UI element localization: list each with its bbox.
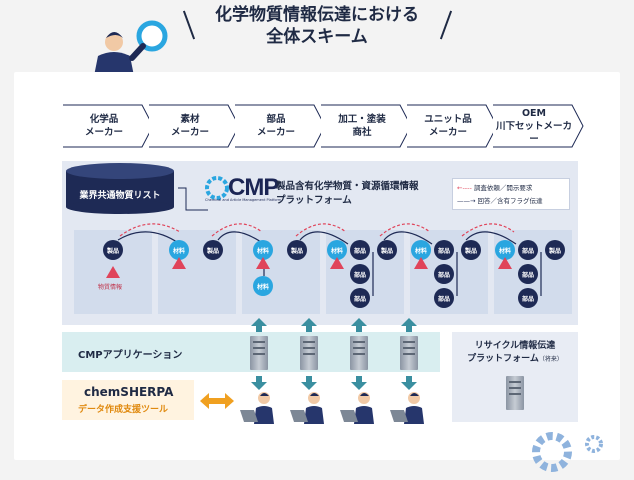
double-arrow-icon xyxy=(200,393,234,409)
chain-step-label: 加工・塗装 商社 xyxy=(338,114,386,138)
node-material: 材料 xyxy=(327,240,347,260)
node-part: 部品 xyxy=(434,288,454,308)
node-material: 材料 xyxy=(169,240,189,260)
sync-arrow-icon xyxy=(251,318,267,390)
request-arrow-icon: ←---- xyxy=(457,184,472,192)
substance-marker xyxy=(172,257,186,269)
cmp-gear-icon xyxy=(205,176,229,200)
node-product: 製品 xyxy=(287,240,307,260)
chain-step-label: 部品 メーカー xyxy=(256,114,295,138)
legend-request: 調査依頼／開示要求 xyxy=(473,184,533,192)
server-icon xyxy=(300,336,318,370)
user-laptop-icon xyxy=(390,392,424,424)
cmp-application-label: CMPアプリケーション xyxy=(78,350,183,361)
legend-response: 回答／含有フラグ伝達 xyxy=(477,197,543,205)
chain-step-label: OEM 川下セットメーカー xyxy=(495,107,572,145)
chain-step-label: 素材 メーカー xyxy=(170,114,209,138)
node-part: 部品 xyxy=(350,240,370,260)
node-part: 部品 xyxy=(518,264,538,284)
node-product: 製品 xyxy=(103,240,123,260)
substance-marker xyxy=(330,257,344,269)
database-label: 業界共通物質リスト xyxy=(79,191,161,201)
magnifier-person-icon xyxy=(94,20,168,76)
user-laptop-icon xyxy=(240,392,274,424)
node-material: 材料 xyxy=(495,240,515,260)
legend: ←---- 調査依頼／開示要求 ——→ 回答／含有フラグ伝達 xyxy=(452,178,570,210)
server-icon xyxy=(250,336,268,370)
node-material: 材料 xyxy=(253,240,273,260)
gear-icon xyxy=(532,432,603,472)
node-part: 部品 xyxy=(434,264,454,284)
node-part: 部品 xyxy=(518,288,538,308)
node-part: 部品 xyxy=(350,264,370,284)
node-part: 部品 xyxy=(518,240,538,260)
chain-step-5: ユニット品 メーカー xyxy=(406,104,498,148)
node-part: 部品 xyxy=(350,288,370,308)
substance-marker xyxy=(414,257,428,269)
chain-step-label: 化学品 メーカー xyxy=(84,114,123,138)
chemsherpa-box xyxy=(62,380,194,420)
chain-step-6: OEM 川下セットメーカー xyxy=(492,104,584,148)
recycle-platform-label: リサイクル情報伝達 プラットフォーム（将来） xyxy=(467,341,563,364)
chain-step-2: 素材 メーカー xyxy=(148,104,240,148)
substance-info-label: 物質情報 xyxy=(98,284,123,291)
node-material: 材料 xyxy=(253,276,273,296)
chemsherpa-tool-label: データ作成支援ツール xyxy=(78,405,169,415)
user-laptop-icon xyxy=(340,392,374,424)
sync-arrow-icon xyxy=(351,318,367,390)
connector-line xyxy=(178,187,208,211)
database-icon xyxy=(66,163,174,214)
node-part: 部品 xyxy=(434,240,454,260)
chain-step-label: ユニット品 メーカー xyxy=(424,114,472,138)
node-product: 製品 xyxy=(545,240,565,260)
server-icon xyxy=(350,336,368,370)
response-arrow-icon: ——→ xyxy=(457,197,476,205)
sync-arrow-icon xyxy=(401,318,417,390)
chemsherpa-logo: chemSHERPA xyxy=(84,385,174,399)
server-icon xyxy=(506,376,524,410)
node-product: 製品 xyxy=(203,240,223,260)
node-material: 材料 xyxy=(411,240,431,260)
cmp-logo-subtitle: Chemical and Article Management Platform xyxy=(205,198,282,202)
user-laptop-icon xyxy=(290,392,324,424)
platform-title: 製品含有化学物質・資源循環情報 プラットフォーム xyxy=(276,181,419,206)
substance-marker xyxy=(498,257,512,269)
node-product: 製品 xyxy=(377,240,397,260)
server-icon xyxy=(400,336,418,370)
recycle-note: （将来） xyxy=(538,356,563,363)
sync-arrow-icon xyxy=(301,318,317,390)
node-product: 製品 xyxy=(461,240,481,260)
substance-marker xyxy=(106,266,120,278)
substance-marker xyxy=(256,257,270,269)
cmp-logo: CMP xyxy=(228,174,279,201)
page-title: 化学物質情報伝達における 全体スキーム xyxy=(215,5,419,47)
